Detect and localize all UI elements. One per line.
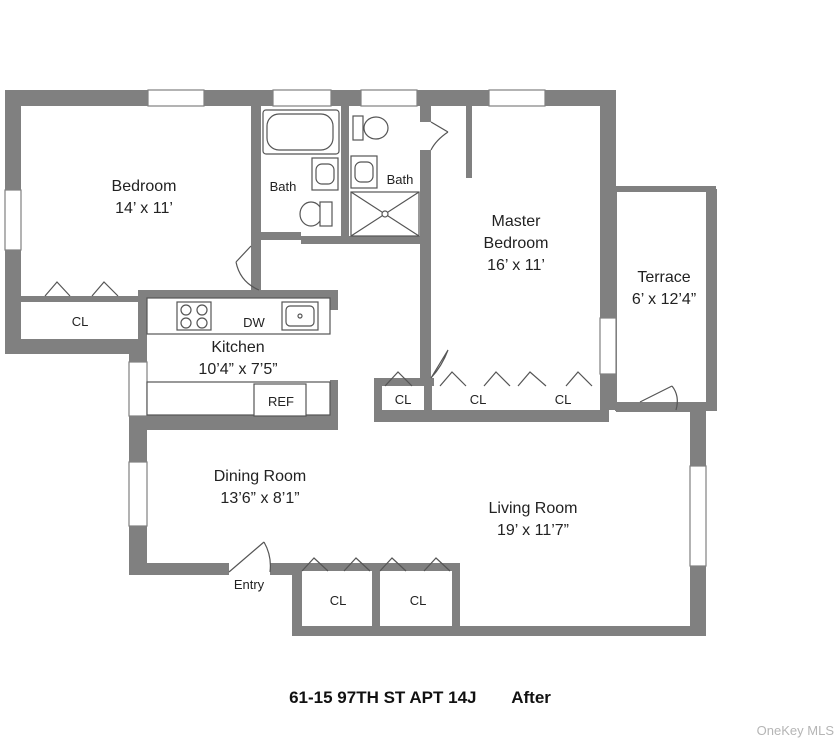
plan-caption: 61-15 97TH ST APT 14J After: [0, 688, 840, 708]
refrigerator-label: REF: [268, 394, 294, 409]
status-text: After: [511, 688, 551, 707]
dishwasher-label: DW: [243, 315, 265, 330]
room-labels: Bedroom 14’ x 11’ Bath Bath Master Bedro…: [112, 172, 697, 539]
kitchen-name: Kitchen: [211, 339, 264, 356]
bath1-fixtures: [262, 109, 340, 227]
terrace-name: Terrace: [637, 269, 690, 286]
windows: [4, 89, 707, 567]
closet-labels: CL CL CL CL CL CL: [72, 314, 572, 608]
kitchen-fixtures: [146, 297, 331, 417]
bedroom-size: 14’ x 11’: [115, 200, 173, 217]
living-name: Living Room: [489, 500, 578, 517]
master-name-2: Bedroom: [484, 235, 549, 252]
terrace-size: 6’ x 12’4”: [632, 291, 696, 308]
fixture-labels: DW REF Entry: [234, 315, 294, 592]
dining-size: 13’6” x 8’1”: [220, 490, 299, 507]
closet-label: CL: [72, 314, 89, 329]
bath2-fixtures: [350, 115, 420, 237]
master-name-1: Master: [492, 213, 542, 230]
closet-label: CL: [330, 593, 347, 608]
living-size: 19’ x 11’7”: [497, 522, 569, 539]
master-size: 16’ x 11’: [487, 257, 545, 274]
closet-label: CL: [395, 392, 412, 407]
address-text: 61-15 97TH ST APT 14J: [289, 688, 477, 707]
closet-label: CL: [410, 593, 427, 608]
closet-label: CL: [470, 392, 487, 407]
closet-label: CL: [555, 392, 572, 407]
entry-label: Entry: [234, 577, 265, 592]
bedroom-name: Bedroom: [112, 178, 177, 195]
dining-name: Dining Room: [214, 468, 306, 485]
bath1-name: Bath: [270, 179, 297, 194]
kitchen-size: 10’4” x 7’5”: [198, 361, 277, 378]
doors: [44, 121, 678, 573]
bath2-name: Bath: [387, 172, 414, 187]
brand-watermark: OneKey MLS: [756, 723, 834, 738]
